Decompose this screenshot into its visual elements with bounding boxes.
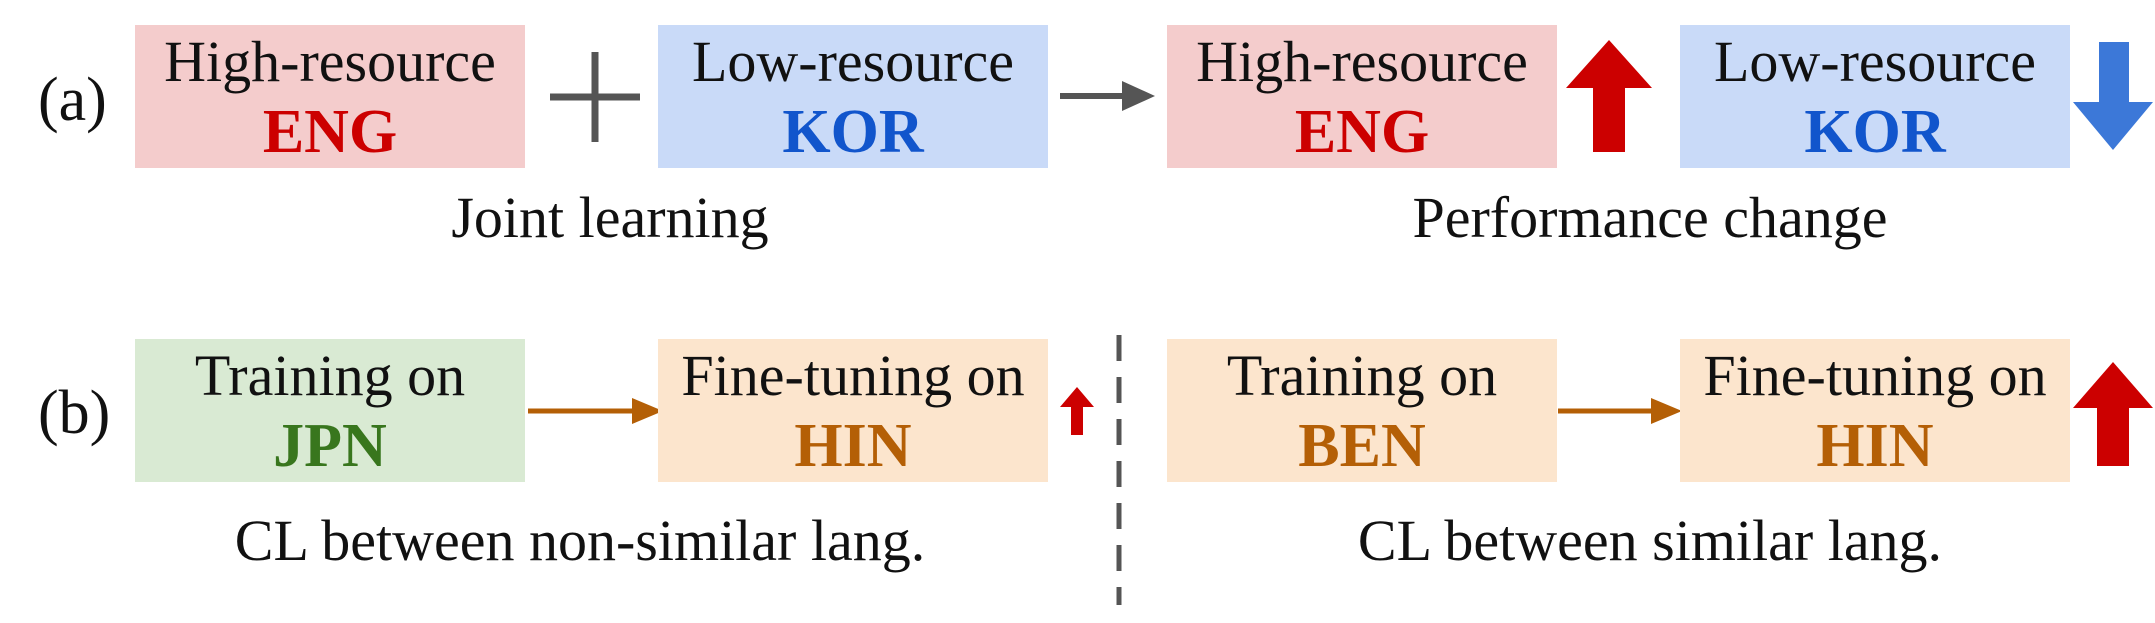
plus-icon	[550, 52, 640, 142]
box-language: ENG	[262, 97, 398, 166]
large-up-arrow-icon	[2073, 362, 2153, 466]
box-language: KOR	[782, 97, 924, 166]
box-language: ENG	[1294, 97, 1430, 166]
row-a-label: (a)	[38, 66, 107, 134]
divider-line	[1116, 335, 1122, 605]
box-title: Training on	[1226, 342, 1498, 408]
box-title: Fine-tuning on	[1703, 342, 2047, 408]
box-language: HIN	[794, 411, 912, 480]
right-arrow-icon	[1060, 81, 1155, 111]
caption-cl-non-similar: CL between non-similar lang.	[234, 508, 926, 573]
box-training-on-ben: Training on BEN	[1167, 339, 1557, 482]
caption-performance-change: Performance change	[1412, 185, 1888, 250]
down-arrow-icon	[2073, 42, 2153, 150]
box-training-on-jpn: Training on JPN	[135, 339, 525, 482]
row-b-label: (b)	[38, 379, 111, 447]
box-high-resource-eng-result: High-resource ENG	[1167, 25, 1557, 168]
box-language: BEN	[1298, 411, 1426, 480]
box-low-resource-kor-result: Low-resource KOR	[1680, 25, 2070, 168]
right-arrow-icon	[1558, 398, 1682, 424]
caption-cl-similar: CL between similar lang.	[1357, 508, 1943, 573]
box-title: Training on	[194, 342, 466, 408]
box-language: JPN	[273, 411, 387, 480]
box-title: High-resource	[1196, 28, 1528, 94]
caption-joint-learning: Joint learning	[451, 185, 769, 250]
box-low-resource-kor: Low-resource KOR	[658, 25, 1048, 168]
box-title: Low-resource	[1713, 28, 2037, 94]
box-title: High-resource	[164, 28, 496, 94]
small-up-arrow-icon	[1060, 387, 1094, 435]
box-title: Fine-tuning on	[681, 342, 1025, 408]
box-fine-tuning-on-hin: Fine-tuning on HIN	[658, 339, 1048, 482]
box-title: Low-resource	[691, 28, 1015, 94]
box-fine-tuning-on-hin-similar: Fine-tuning on HIN	[1680, 339, 2070, 482]
up-arrow-icon	[1566, 40, 1652, 152]
box-language: HIN	[1816, 411, 1934, 480]
box-language: KOR	[1804, 97, 1946, 166]
box-high-resource-eng: High-resource ENG	[135, 25, 525, 168]
right-arrow-icon	[528, 398, 663, 424]
